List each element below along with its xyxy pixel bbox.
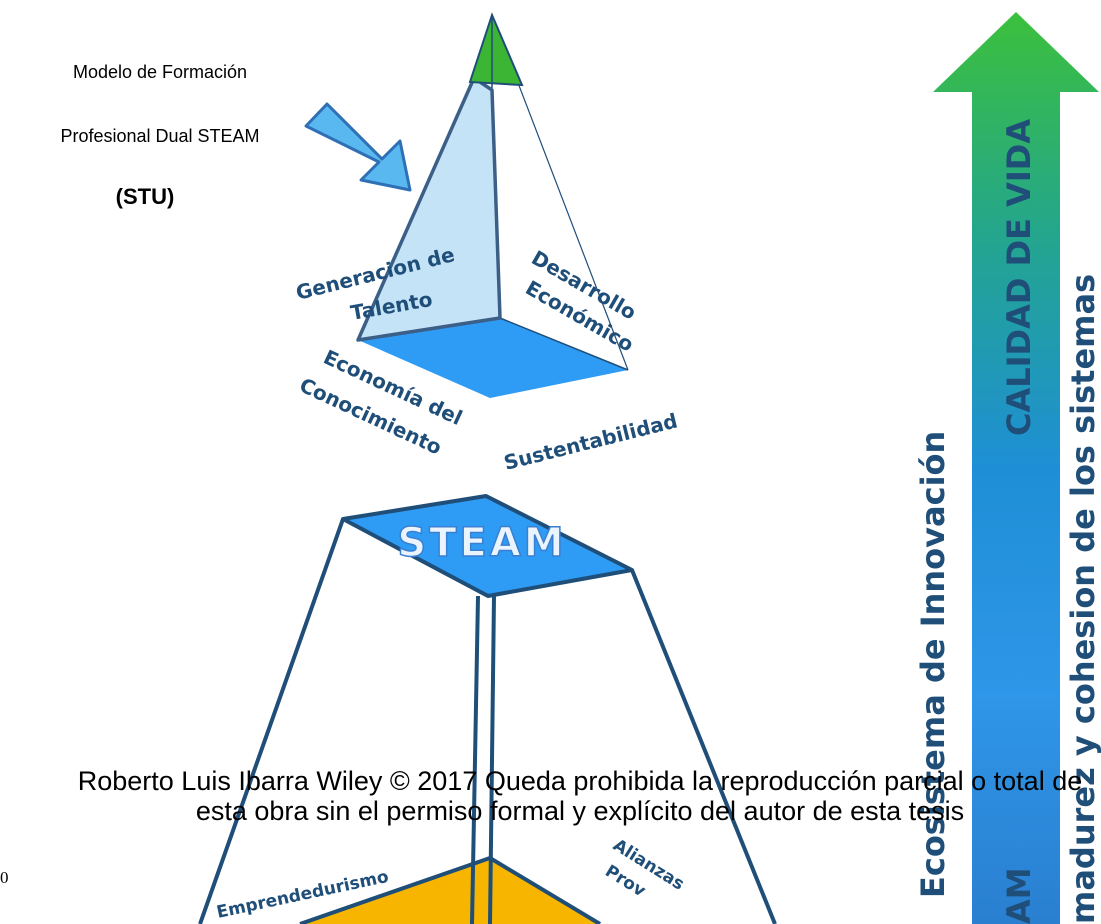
quality-of-life-arrow [933, 12, 1099, 924]
copyright-notice: Roberto Luis Ibarra Wiley © 2017 Queda p… [60, 766, 1100, 826]
top-pyramid-base-face [358, 318, 628, 398]
yellow-base-face [300, 858, 600, 924]
steam-label: STEAM [397, 520, 566, 566]
top-pyramid [356, 12, 629, 398]
page-number: 0 [0, 868, 9, 887]
green-tip [468, 12, 524, 87]
maturity-cohesion-label: madurez y cohesion de los sistemas [1064, 274, 1101, 924]
innovation-ecosystem-label: Ecosistema de Innovación [914, 431, 952, 898]
pointer-arrow [304, 102, 412, 192]
caption-line-1: Modelo de Formación [72, 62, 248, 82]
quality-of-life-label: CALIDAD DE VIDA [1000, 119, 1038, 436]
caption-line-2: Profesional Dual STEAM [60, 126, 260, 146]
label-sustainability: Sustentabilidad [501, 409, 680, 475]
copyright-line-2: esta obra sin el permiso formal y explíc… [195, 796, 965, 826]
copyright-line-1: Roberto Luis Ibarra Wiley © 2017 Queda p… [77, 766, 1083, 796]
lower-pyramid: STEAM Emprendedurismo Alianzas Prov [198, 494, 777, 924]
top-pyramid-talent-face [356, 76, 502, 342]
bottom-cut-label: AM [1000, 867, 1038, 924]
caption-line-3: (STU) [115, 184, 175, 209]
